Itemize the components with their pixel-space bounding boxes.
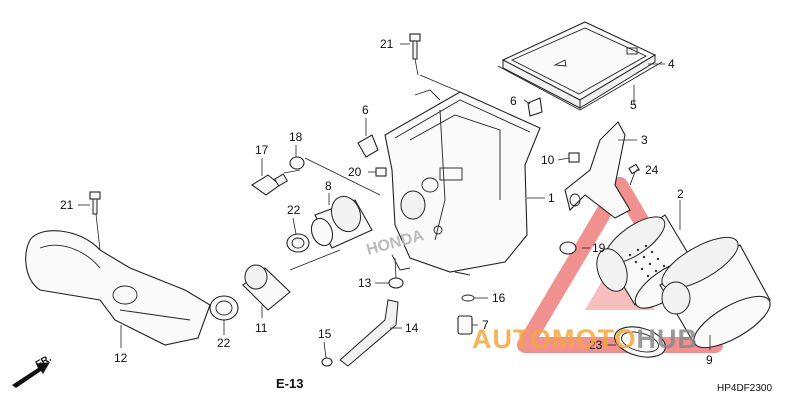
watermark-part-1: AUTO xyxy=(472,324,552,354)
callout-23: 23 xyxy=(589,338,603,352)
drain-tube-14 xyxy=(339,299,399,367)
reference-label: E-13 xyxy=(276,376,303,391)
callout-21-lower: 21 xyxy=(60,198,74,212)
callout-16: 16 xyxy=(492,291,506,305)
front-direction-label: FR. xyxy=(34,353,54,371)
callout-3: 3 xyxy=(641,133,648,147)
bolt-21-upper xyxy=(409,33,421,76)
callout-11: 11 xyxy=(255,321,268,335)
callout-22-lower: 22 xyxy=(217,336,231,350)
cover-gasket xyxy=(497,61,663,111)
callout-17: 17 xyxy=(255,143,269,157)
callout-6-left: 6 xyxy=(362,103,369,117)
clip-6-right xyxy=(527,97,543,117)
callout-numbers: 1 2 3 4 5 6 6 7 8 9 10 11 12 13 14 15 16… xyxy=(60,37,713,367)
callout-5: 5 xyxy=(630,98,637,112)
clip-16 xyxy=(461,294,475,302)
clip-15 xyxy=(321,357,333,367)
watermark-part-3: HUB xyxy=(637,324,699,354)
intake-duct-12 xyxy=(25,230,211,346)
sensor-17 xyxy=(251,173,289,196)
callout-12: 12 xyxy=(114,351,128,365)
callout-14: 14 xyxy=(405,321,419,335)
front-arrow xyxy=(12,362,50,388)
air-cleaner-case: HONDA xyxy=(365,89,541,276)
nut-20 xyxy=(375,167,387,177)
leader-lines xyxy=(78,43,711,359)
band-23 xyxy=(614,326,666,358)
clamp-22-upper xyxy=(286,233,310,253)
diagram-code: HP4DF2300 xyxy=(717,383,772,394)
callout-13: 13 xyxy=(358,276,372,290)
callout-4: 4 xyxy=(668,57,675,71)
callout-6-right: 6 xyxy=(510,94,517,108)
callout-9: 9 xyxy=(706,353,713,367)
clip-13 xyxy=(388,277,404,289)
callout-7: 7 xyxy=(482,318,489,332)
screw-24 xyxy=(628,163,640,186)
callout-21-upper: 21 xyxy=(380,37,394,51)
joint-11 xyxy=(242,264,291,311)
callout-24: 24 xyxy=(645,163,659,177)
watermark-part-2: MOTO xyxy=(552,324,637,354)
grommet-19 xyxy=(559,241,577,255)
outer-element-9 xyxy=(659,236,771,349)
callout-8: 8 xyxy=(325,179,332,193)
drain-plug-7 xyxy=(457,315,473,335)
callout-20: 20 xyxy=(348,165,362,179)
callout-22-upper: 22 xyxy=(287,203,301,217)
element-holder-3 xyxy=(564,121,631,219)
callout-1: 1 xyxy=(548,191,555,205)
callout-2: 2 xyxy=(677,187,684,201)
callout-19: 19 xyxy=(592,241,606,255)
callout-18: 18 xyxy=(289,130,303,144)
callout-10: 10 xyxy=(541,153,555,167)
grommet-18 xyxy=(289,156,305,170)
air-cleaner-cover xyxy=(501,21,657,109)
bolt-21-lower xyxy=(89,191,101,215)
collar-10 xyxy=(568,152,580,163)
clip-6-left xyxy=(357,134,379,158)
callout-15: 15 xyxy=(318,327,332,341)
svg-text:AUTOMOTOHUB: AUTOMOTOHUB xyxy=(472,324,698,354)
clamp-22-lower xyxy=(209,295,239,321)
connecting-tube-8 xyxy=(310,195,373,249)
watermark-text: AUTOMOTOHUB xyxy=(472,324,698,354)
